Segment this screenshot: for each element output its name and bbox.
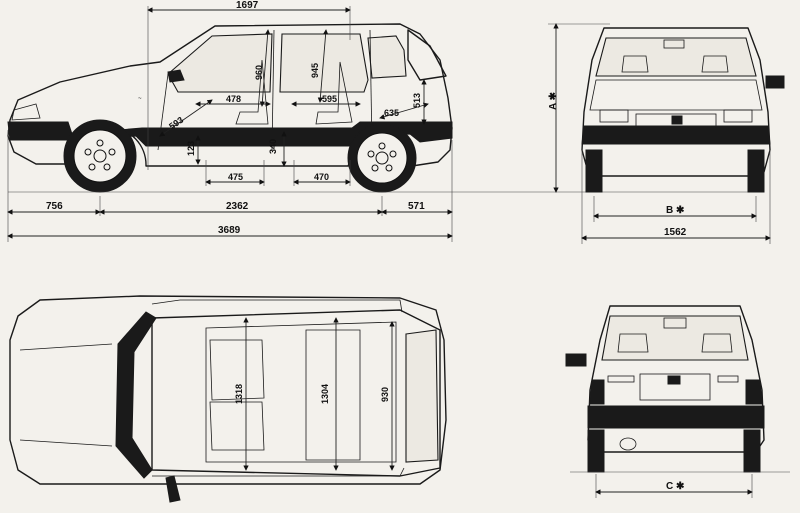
rear-tire-right [743,429,761,473]
top-front-seat-right [209,401,265,451]
side-view: ~ 1697 960 [7,0,760,242]
rear-light-right [745,379,763,405]
label-boot-sill: 513 [412,93,422,108]
label-rear-floor: 470 [314,172,329,182]
side-badge: ~ [138,96,142,102]
dim-line-headroom-front [259,29,271,107]
side-windshield [167,33,273,93]
rear-plate-recess [639,373,711,401]
label-width: 1562 [664,227,687,238]
rear-logo [667,375,681,385]
rear-tire-left [587,429,605,473]
front-seat-right [701,55,729,73]
top-hood-line [19,343,113,447]
front-badge [671,115,683,125]
side-tailgate-glass [407,29,447,81]
side-rear-door-window [279,33,369,93]
top-view: 1318 1304 930 [9,295,447,503]
label-interior-rear-width: 1304 [320,384,330,404]
label-front-track: B ✱ [666,205,685,216]
side-headlight [11,103,41,121]
label-height: A ✱ [548,91,559,110]
rear-view: C ✱ [565,305,790,498]
label-rear-overhang: 571 [408,201,425,212]
rear-badge-right [717,375,739,383]
label-rear-legroom: 595 [322,94,337,104]
front-rear-view-mirror [663,39,685,49]
side-mirror [167,69,185,83]
label-boot-depth: 635 [384,108,399,118]
rear-exhaust [619,437,637,451]
label-overall-length: 3689 [218,225,241,236]
front-view: A ✱ B ✱ 1562 [548,23,785,244]
top-roof-rail-top [151,299,403,313]
rear-third-light [663,317,687,329]
b-pillar-line [271,29,275,151]
label-front-floor: 475 [228,172,243,182]
label-headroom-rear: 945 [310,63,320,78]
front-headlight-right [723,109,753,123]
label-front-seat-height: 123 [186,141,196,156]
rear-wheel [347,123,417,193]
top-rear-bench [305,329,361,461]
rear-light-left [589,379,605,405]
front-bumper [581,125,771,145]
rear-seat-right [701,333,733,353]
front-hood [589,79,763,111]
top-windshield-frame [115,311,157,479]
rear-badge-left [607,375,635,383]
label-wheelbase: 2362 [226,201,249,212]
front-headlight-left [599,109,629,123]
rear-seat-left [617,333,649,353]
rear-mirror-left [565,353,587,367]
front-mirror-right [765,75,785,89]
dim-line-front-seat-depth [159,99,213,137]
top-body-outline [9,295,447,485]
label-headroom-front: 960 [254,65,264,80]
rear-window [601,315,749,361]
front-grille [635,113,717,129]
side-quarter-window [367,35,407,79]
front-tire-left [585,149,603,193]
front-windshield [595,37,757,77]
label-rear-track: C ✱ [666,481,685,492]
top-cabin-inner [205,321,397,463]
label-roof-length: 1697 [236,0,259,11]
rear-bumper [587,405,765,429]
label-front-legroom: 478 [226,94,241,104]
label-interior-front-width: 1318 [234,384,244,404]
label-front-overhang: 756 [46,201,63,212]
label-rear-seat-height: 340 [268,139,278,154]
dim-line-boot-depth [379,102,429,120]
top-rear-window [405,329,439,463]
top-roof-rail-bottom [152,467,405,477]
front-wheel [63,119,137,193]
top-cabin [151,309,441,477]
top-mirror-left [165,475,181,503]
front-tire-right [747,149,765,193]
dim-line-headroom-rear [317,29,329,103]
front-seat-left [621,55,649,73]
label-boot-width: 930 [380,387,390,402]
